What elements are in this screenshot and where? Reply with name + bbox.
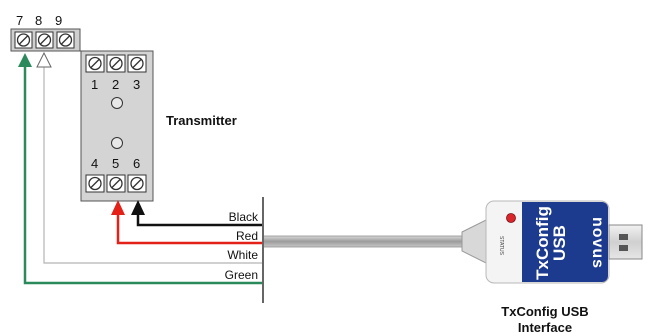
transmitter-label: Transmitter xyxy=(166,113,237,128)
novus-logo: novus xyxy=(589,217,606,269)
screw-2-icon xyxy=(106,54,126,73)
green-arrow-icon xyxy=(18,53,32,67)
white-wire-label: White xyxy=(227,248,258,262)
indicator-hole-bottom xyxy=(111,137,123,149)
usb-caption-line1: TxConfig USB xyxy=(501,304,588,319)
screw-7-icon xyxy=(14,31,33,49)
usb-interface-device: STATUS TxConfig USB novus xyxy=(461,200,643,284)
usb-plug xyxy=(608,224,643,260)
screw-1-icon xyxy=(85,54,105,73)
screw-4-icon xyxy=(85,174,105,193)
terminal-8-label: 8 xyxy=(35,13,42,28)
usb-caption-line2: Interface xyxy=(518,320,572,335)
external-terminal-block: 7 8 9 xyxy=(10,13,81,52)
red-wire-label: Red xyxy=(236,229,258,243)
screw-3-icon xyxy=(127,54,147,73)
terminal-7-label: 7 xyxy=(16,13,23,28)
white-arrow-icon xyxy=(36,51,52,68)
terminal-2-label: 2 xyxy=(112,77,119,92)
usb-plug-hole-bottom xyxy=(619,245,628,251)
screw-8-icon xyxy=(35,31,54,49)
usb-brand-line1: TxConfig xyxy=(533,206,552,280)
terminal-3-label: 3 xyxy=(133,77,140,92)
black-wire-label: Black xyxy=(229,210,259,224)
transmitter-module: 1 2 3 4 5 6 xyxy=(80,50,154,202)
screw-9-icon xyxy=(56,31,75,49)
black-wire xyxy=(131,200,262,227)
terminal-5-label: 5 xyxy=(112,156,119,171)
status-led-icon xyxy=(506,213,516,223)
usb-brand-line2: USB xyxy=(550,225,569,261)
usb-plug-hole-top xyxy=(619,234,628,240)
terminal-9-label: 9 xyxy=(55,13,62,28)
terminal-4-label: 4 xyxy=(91,156,98,171)
green-wire xyxy=(18,53,262,285)
red-wire xyxy=(111,200,262,245)
usb-cable xyxy=(263,235,473,248)
green-wire-label: Green xyxy=(225,268,258,282)
terminal-1-label: 1 xyxy=(91,77,98,92)
red-arrow-icon xyxy=(111,200,125,215)
status-label: STATUS xyxy=(498,236,504,256)
indicator-hole-top xyxy=(111,97,123,109)
white-wire xyxy=(36,51,262,264)
black-arrow-icon xyxy=(131,200,145,215)
terminal-6-label: 6 xyxy=(133,156,140,171)
screw-6-icon xyxy=(127,174,147,193)
screw-5-icon xyxy=(106,174,126,193)
